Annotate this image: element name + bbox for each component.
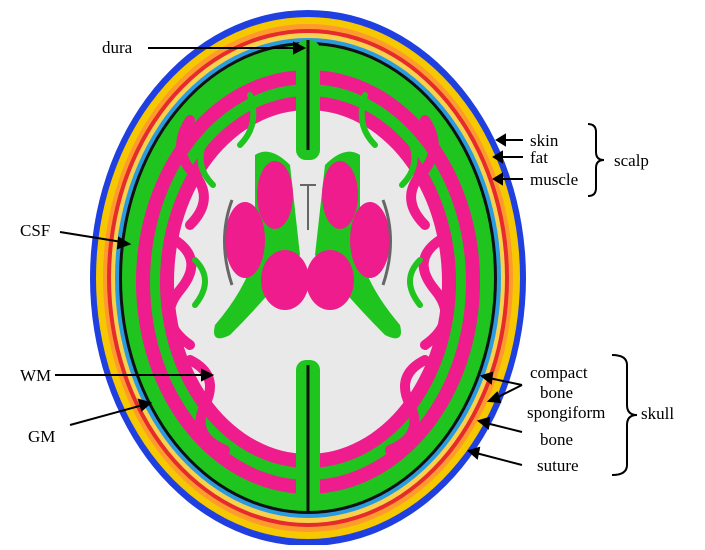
arrow-spongiform xyxy=(486,423,522,432)
label-spongiform: spongiform xyxy=(527,403,605,422)
label-gm: GM xyxy=(28,427,55,446)
label-scalp: scalp xyxy=(614,151,649,170)
label-muscle: muscle xyxy=(530,170,578,189)
arrow-suture xyxy=(476,453,522,465)
label-suture: suture xyxy=(537,456,579,475)
caudate-right xyxy=(322,161,358,229)
thalamus-left xyxy=(261,250,309,310)
caudate-left xyxy=(257,161,293,229)
label-bone-1: bone xyxy=(540,383,573,402)
scalp-brace xyxy=(588,124,604,196)
skull-brace xyxy=(612,355,637,475)
arrow-skin-head xyxy=(497,135,505,145)
label-dura: dura xyxy=(102,38,133,57)
thalamus-right xyxy=(306,250,354,310)
label-bone-2: bone xyxy=(540,430,573,449)
label-skull: skull xyxy=(641,404,674,423)
label-fat: fat xyxy=(530,148,548,167)
putamen-right xyxy=(350,202,390,278)
label-csf: CSF xyxy=(20,221,50,240)
label-compact: compact xyxy=(530,363,588,382)
putamen-left xyxy=(225,202,265,278)
label-wm: WM xyxy=(20,366,51,385)
